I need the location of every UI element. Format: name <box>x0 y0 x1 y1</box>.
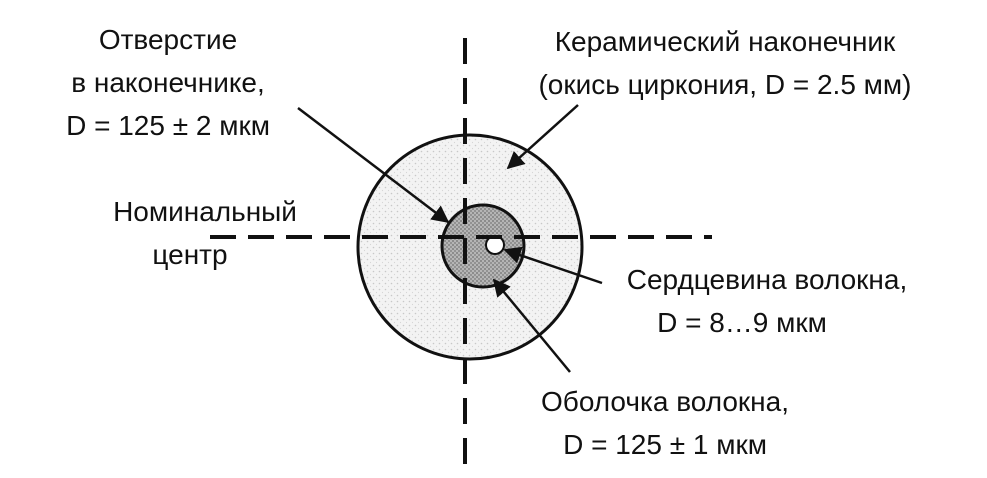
cladding-pointer-arrow <box>492 278 571 373</box>
core-pointer-arrow <box>503 246 603 285</box>
hole-label-line1: Отверстие <box>98 24 238 55</box>
core-label-line1: Сердцевина волокна, <box>626 264 908 295</box>
cladding-circle <box>440 203 526 289</box>
ferrule-label-line2: (окись циркония, D = 2.5 мм) <box>538 69 912 100</box>
ferrule-pointer-arrow <box>506 104 579 170</box>
nominal-center-label-line2: центр <box>152 239 228 270</box>
nominal-center-label: Номинальный центр <box>70 190 340 276</box>
hole-label: Отверстие в наконечнике, D = 125 ± 2 мкм <box>18 18 318 147</box>
cladding-label-line2: D = 125 ± 1 мкм <box>563 429 767 460</box>
nominal-center-label-line1: Номинальный <box>113 196 297 227</box>
hole-pointer-arrow <box>297 107 450 224</box>
ferrule-label: Керамический наконечник (окись циркония,… <box>490 20 960 106</box>
cladding-label-line1: Оболочка волокна, <box>541 386 789 417</box>
ferrule-label-line1: Керамический наконечник <box>554 26 896 57</box>
cladding-label: Оболочка волокна, D = 125 ± 1 мкм <box>490 380 840 466</box>
hole-label-line2: в наконечнике, <box>71 67 265 98</box>
core-label-line2: D = 8…9 мкм <box>657 307 827 338</box>
hole-label-line3: D = 125 ± 2 мкм <box>66 110 270 141</box>
core-label: Сердцевина волокна, D = 8…9 мкм <box>592 258 942 344</box>
